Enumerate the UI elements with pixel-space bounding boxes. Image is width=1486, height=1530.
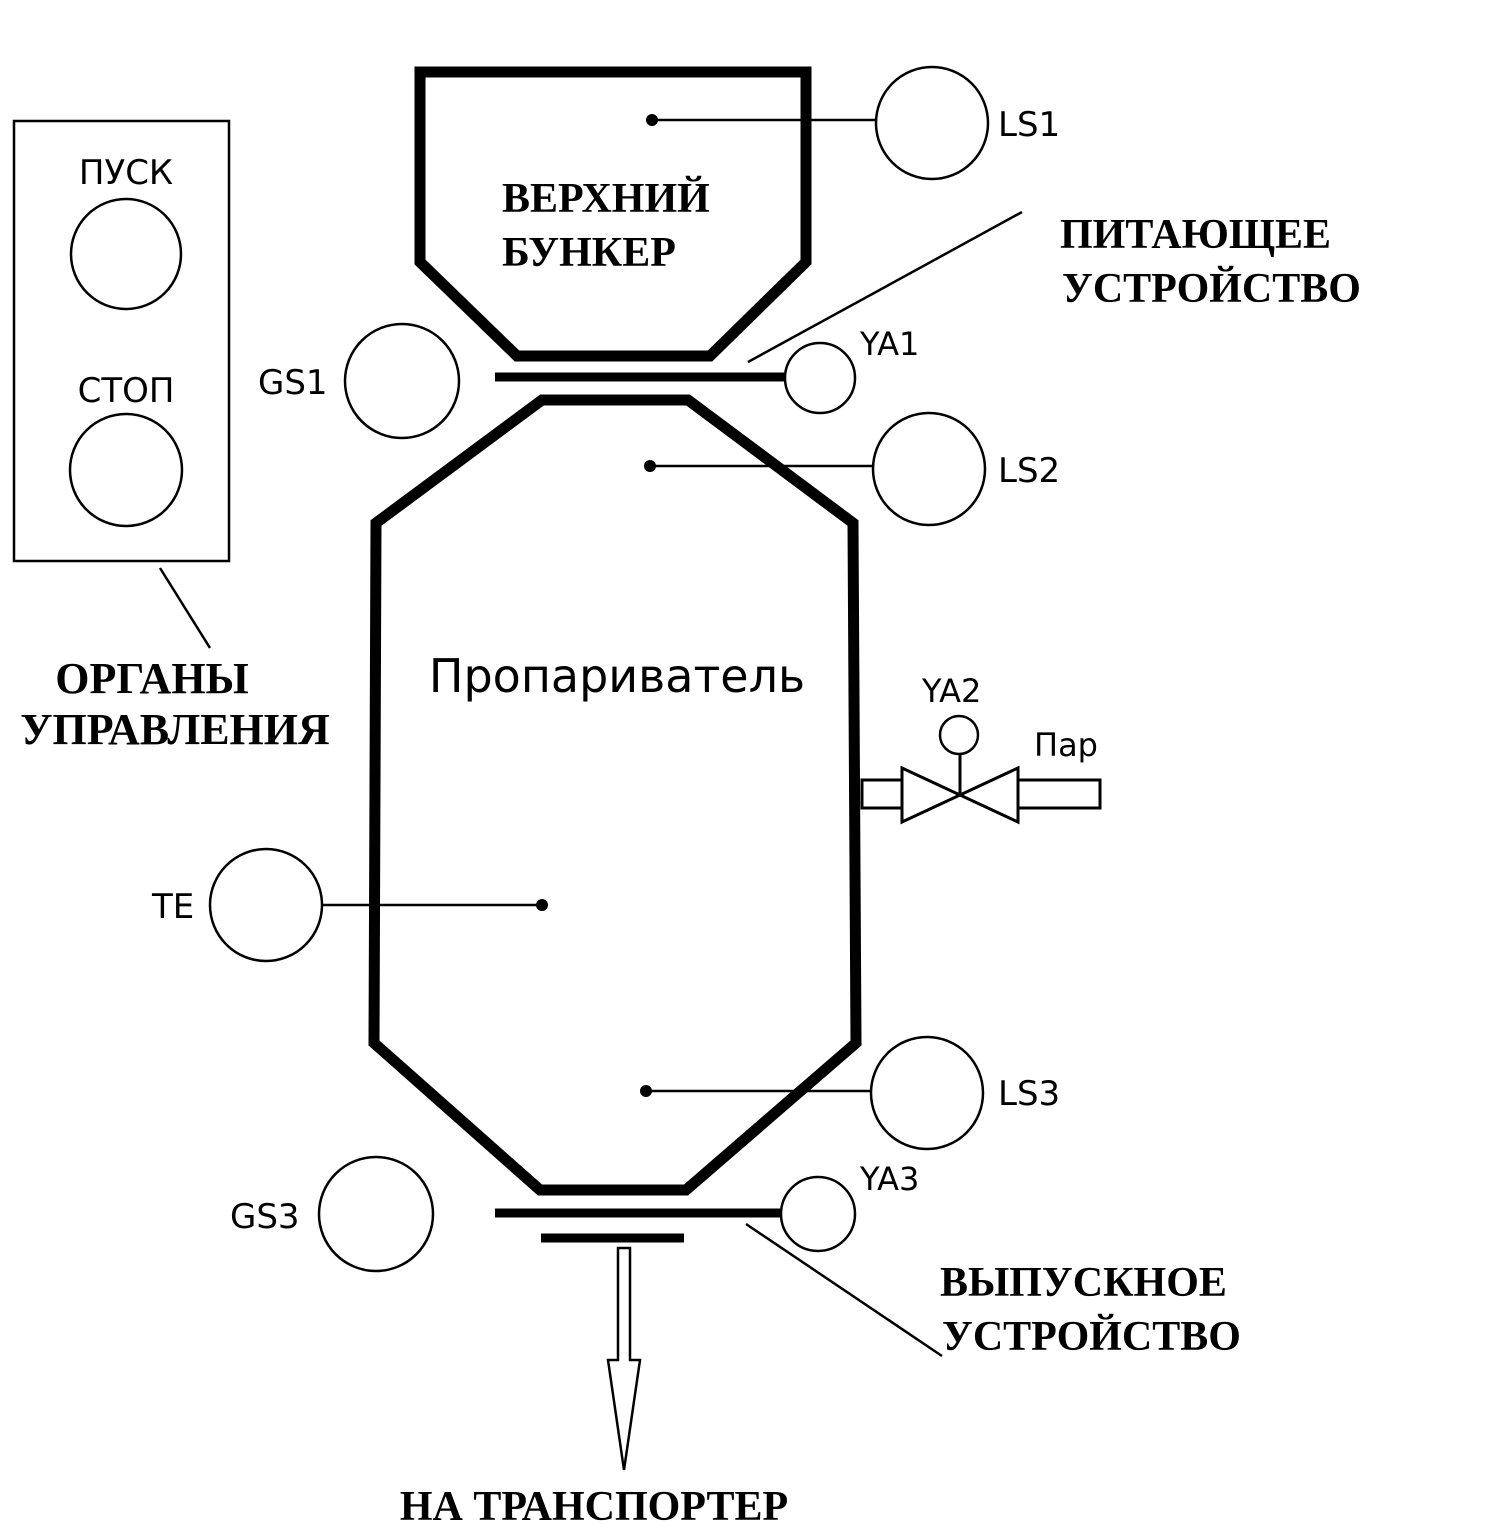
upper-hopper: ВЕРХНИЙ БУНКЕР LS1 bbox=[414, 65, 1060, 362]
start-button[interactable] bbox=[69, 197, 183, 311]
ya2-label: YA2 bbox=[921, 672, 981, 710]
hopper-label-line2: БУНКЕР bbox=[502, 230, 676, 276]
hopper-label-line1: ВЕРХНИЙ bbox=[502, 176, 710, 222]
steam-valve-assembly: YA2 Пар bbox=[860, 672, 1102, 825]
steamer-label: Пропариватель bbox=[429, 649, 805, 703]
stop-label: СТОП bbox=[78, 371, 175, 411]
gs1-sensor bbox=[343, 322, 461, 440]
steam-pipe-inner bbox=[860, 778, 906, 810]
gs1-label: GS1 bbox=[258, 363, 328, 403]
hopper-body bbox=[414, 66, 812, 362]
outlet-label-line2: УСТРОЙСТВО bbox=[942, 1314, 1241, 1360]
start-label: ПУСК bbox=[79, 153, 173, 193]
ls1-sensor bbox=[874, 65, 990, 181]
feeder-leader bbox=[747, 210, 1023, 364]
feeder-device: YA1 ПИТАЮЩЕЕ УСТРОЙСТВО GS1 bbox=[258, 210, 1361, 440]
te-label: TE bbox=[151, 887, 194, 927]
ls1-label: LS1 bbox=[998, 105, 1060, 145]
ya1-label: YA1 bbox=[859, 325, 919, 363]
ya2-actuator bbox=[938, 714, 980, 756]
outlet-leader bbox=[745, 1222, 943, 1358]
control-panel-caption-line2: УПРАВЛЕНИЯ bbox=[20, 705, 330, 754]
outlet-label-line1: ВЫПУСКНОЕ bbox=[940, 1260, 1227, 1306]
control-panel-caption-line1: ОРГАНЫ bbox=[55, 654, 249, 703]
control-panel: ПУСК СТОП ОРГАНЫ УПРАВЛЕНИЯ bbox=[12, 119, 330, 754]
ls3-label: LS3 bbox=[998, 1074, 1060, 1114]
feeder-label-line1: ПИТАЮЩЕЕ bbox=[1060, 212, 1331, 258]
gs3-label: GS3 bbox=[230, 1197, 300, 1237]
conveyor-label: НА ТРАНСПОРТЕР bbox=[400, 1484, 788, 1530]
outlet-device: YA3 ВЫПУСКНОЕ УСТРОЙСТВО GS3 bbox=[230, 1155, 1241, 1360]
feeder-label-line2: УСТРОЙСТВО bbox=[1062, 266, 1361, 312]
ya1-actuator bbox=[783, 341, 857, 415]
valve-right-triangle bbox=[956, 765, 1020, 825]
steam-pipe-outer bbox=[1016, 778, 1102, 810]
te-sensor bbox=[208, 847, 324, 963]
ya3-actuator bbox=[779, 1175, 857, 1253]
stop-button[interactable] bbox=[68, 412, 184, 528]
ls3-sensor bbox=[869, 1035, 985, 1151]
down-arrow-icon bbox=[606, 1246, 642, 1471]
steam-label: Пар bbox=[1034, 726, 1098, 764]
gs3-sensor bbox=[317, 1155, 435, 1273]
steamer-body bbox=[368, 394, 862, 1196]
control-panel-frame bbox=[12, 119, 231, 563]
ls2-label: LS2 bbox=[998, 451, 1060, 491]
ya3-label: YA3 bbox=[859, 1160, 919, 1198]
steamer-vessel: Пропариватель LS2 TE LS3 bbox=[151, 394, 1060, 1196]
valve-left-triangle bbox=[900, 765, 964, 825]
conveyor-arrow: НА ТРАНСПОРТЕР bbox=[400, 1246, 788, 1530]
ls2-sensor bbox=[871, 411, 987, 527]
control-panel-leader bbox=[158, 567, 212, 649]
